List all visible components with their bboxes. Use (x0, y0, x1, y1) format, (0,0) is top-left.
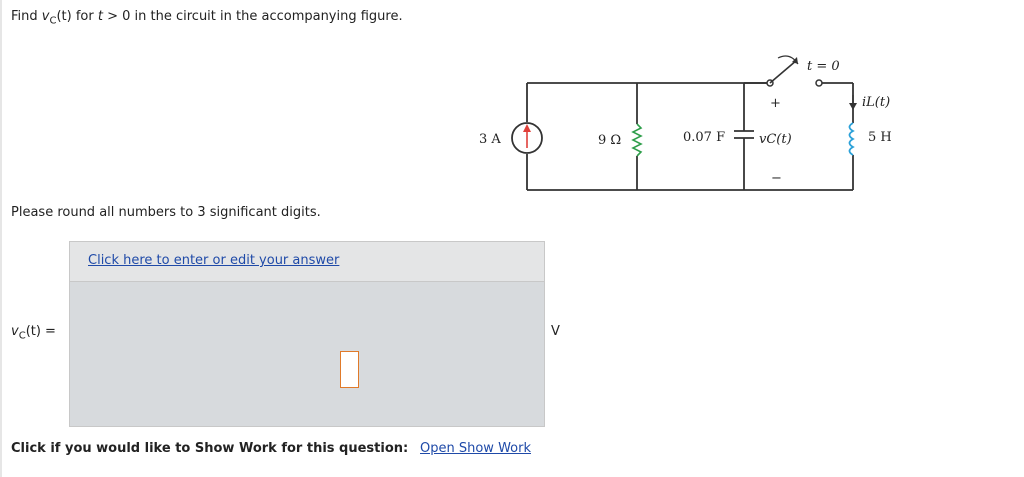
left-border (0, 0, 2, 477)
plus-label: + (770, 96, 781, 111)
inductor-icon (848, 122, 855, 156)
answer-unit: V (551, 324, 560, 339)
answer-panel-header: Click here to enter or edit your answer (70, 242, 544, 282)
rounding-instruction: Please round all numbers to 3 significan… (11, 205, 321, 220)
il-label: iL(t) (862, 95, 890, 110)
vc-label: vC(t) (759, 132, 792, 147)
open-show-work-link[interactable]: Open Show Work (420, 441, 531, 456)
circuit-figure: 3 A 9 Ω 0.07 F vC(t) + − t = 0 iL(t) 5 H (479, 55, 892, 191)
resistor-label: 9 Ω (598, 133, 621, 148)
question-text: Find vC(t) for t > 0 in the circuit in t… (11, 9, 403, 27)
inductor-label: 5 H (868, 130, 892, 145)
resistor-icon (631, 123, 643, 157)
switch-time-label: t = 0 (807, 59, 840, 74)
show-work-label: Click if you would like to Show Work for… (11, 441, 409, 456)
capacitor-label: 0.07 F (683, 130, 725, 145)
answer-input[interactable] (340, 351, 359, 388)
edit-answer-link[interactable]: Click here to enter or edit your answer (88, 253, 340, 268)
answer-variable-label: vC(t) = (11, 324, 56, 342)
source-label: 3 A (479, 132, 501, 147)
answer-panel: Click here to enter or edit your answer (69, 241, 545, 427)
minus-label: − (771, 171, 782, 186)
switch-icon (766, 55, 823, 87)
